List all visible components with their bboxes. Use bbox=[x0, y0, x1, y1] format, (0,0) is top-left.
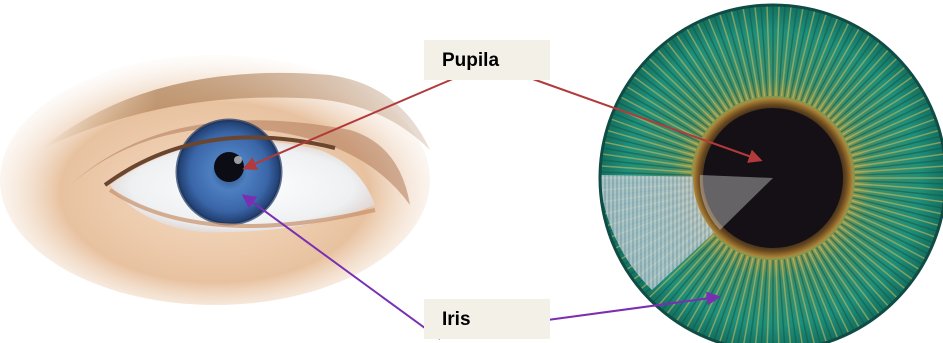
human-eye-photo-icon bbox=[0, 55, 430, 305]
pupila-label-text: Pupila bbox=[442, 51, 499, 70]
iris-label: Iris bbox=[424, 299, 550, 339]
pupila-label: Pupila bbox=[424, 40, 550, 80]
iris-closeup-illustration-icon bbox=[600, 5, 943, 343]
iris-label-text: Iris bbox=[442, 310, 471, 329]
